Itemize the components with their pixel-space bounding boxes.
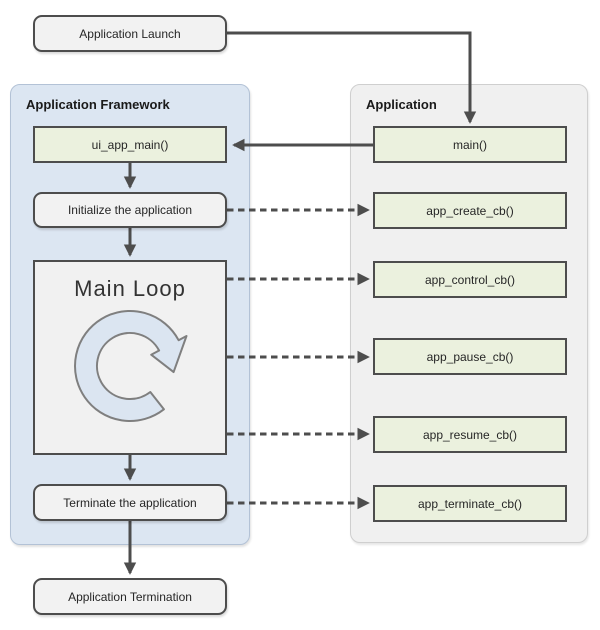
- framework-panel-title: Application Framework: [26, 97, 170, 112]
- node-app-resume-cb: app_resume_cb(): [373, 416, 567, 453]
- node-app-control-cb: app_control_cb(): [373, 261, 567, 298]
- node-application-launch: Application Launch: [33, 15, 227, 52]
- node-app-terminate-cb: app_terminate_cb(): [373, 485, 567, 522]
- node-initialize-application: Initialize the application: [33, 192, 227, 228]
- node-main: main(): [373, 126, 567, 163]
- node-ui-app-main: ui_app_main(): [33, 126, 227, 163]
- node-main-loop: Main Loop: [33, 260, 227, 455]
- node-app-create-cb: app_create_cb(): [373, 192, 567, 229]
- node-terminate-application: Terminate the application: [33, 484, 227, 521]
- loop-icon: [72, 309, 188, 426]
- application-panel-title: Application: [366, 97, 437, 112]
- main-loop-title: Main Loop: [74, 276, 186, 301]
- edge-launch-to-main: [227, 31, 477, 124]
- node-app-pause-cb: app_pause_cb(): [373, 338, 567, 375]
- node-application-termination: Application Termination: [33, 578, 227, 615]
